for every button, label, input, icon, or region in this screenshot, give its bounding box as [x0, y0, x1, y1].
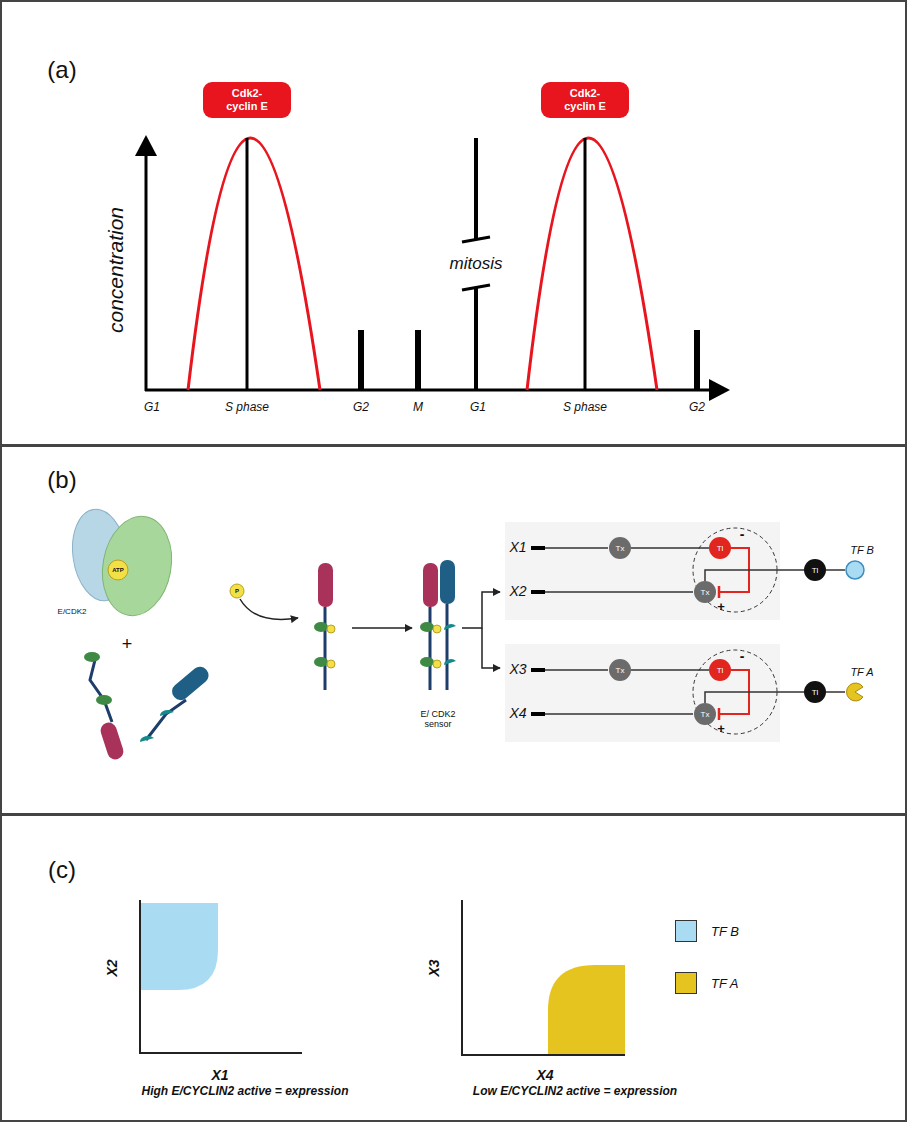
process-circle: Tl	[709, 537, 731, 559]
panel-frame	[1, 815, 906, 1121]
panel-frame	[1, 1, 906, 445]
label-text: X3	[509, 662, 526, 677]
label-text: G2	[689, 401, 705, 414]
label-text: +	[122, 635, 133, 655]
label-text: -	[740, 527, 745, 542]
concentration-plot	[135, 135, 730, 401]
node-text: Tl	[812, 688, 819, 697]
label-text: mitosis	[447, 253, 506, 276]
axis-title: X3	[427, 959, 442, 976]
label-text: S phase	[225, 401, 269, 414]
connector-line	[631, 669, 709, 671]
complex-badge: Cdk2- cyclin E	[203, 82, 291, 117]
process-circle: Tl	[804, 559, 826, 581]
connector-line	[705, 692, 804, 703]
node-text: Tx	[616, 666, 625, 675]
node-text: Tl	[717, 544, 724, 553]
label-text: TF A	[850, 666, 873, 678]
process-circle: Tx	[694, 703, 716, 725]
label-text: S phase	[563, 401, 607, 414]
connector-line	[705, 570, 804, 581]
label-text: M	[413, 401, 423, 414]
legend-swatch	[675, 972, 697, 994]
node-text: Tx	[616, 544, 625, 553]
panel-frame	[1, 446, 906, 814]
label-text: X4	[536, 1068, 553, 1083]
process-circle: Tx	[609, 659, 631, 681]
label-text: G1	[470, 401, 486, 414]
label-text: X1	[509, 540, 526, 555]
gene-circuits	[505, 522, 864, 742]
sensor-complex	[420, 560, 500, 690]
label-text: E/ CDK2 sensor	[414, 710, 462, 730]
label-text: G2	[353, 401, 369, 414]
node-text: Tx	[701, 710, 710, 719]
label-text: X4	[509, 706, 526, 721]
label-text: +	[717, 600, 725, 614]
process-circle: Tl	[804, 681, 826, 703]
panel-letter: (b)	[47, 467, 76, 493]
cdk2-complex	[67, 506, 179, 621]
node-text: Tx	[701, 588, 710, 597]
panel-letter: (a)	[47, 57, 76, 83]
label-text: High E/CYCLIN2 active = expression	[141, 1085, 348, 1098]
sensor-parts	[84, 584, 298, 762]
axis-title: X2	[105, 959, 120, 976]
process-circle: Tx	[609, 537, 631, 559]
label-text: P	[235, 588, 239, 595]
axis-title: concentration	[104, 207, 127, 333]
label-text: +	[717, 722, 725, 736]
label-text: X1	[211, 1068, 228, 1083]
node-text: Tl	[812, 566, 819, 575]
legend-entry: TF A	[675, 972, 738, 994]
legend-text: TF A	[711, 976, 738, 991]
legend-swatch	[675, 920, 697, 942]
node-text: Cdk2- cyclin E	[215, 87, 279, 112]
label-text: -	[740, 649, 745, 664]
label-text: X2	[509, 584, 526, 599]
label-text: ATP	[112, 567, 124, 574]
expression-plots	[139, 900, 625, 1056]
node-text: Cdk2- cyclin E	[553, 87, 617, 112]
label-text: TF B	[850, 544, 874, 556]
legend-text: TF B	[711, 924, 739, 939]
phosphorylated-part	[314, 563, 412, 690]
legend-entry: TF B	[675, 920, 739, 942]
label-text: Low E/CYCLIN2 active = expression	[473, 1085, 677, 1098]
label-text: G1	[144, 401, 160, 414]
connector-line	[631, 547, 709, 549]
process-circle: Tl	[709, 659, 731, 681]
panel-letter: (c)	[48, 857, 76, 883]
label-text: E/CDK2	[58, 608, 87, 617]
complex-badge: Cdk2- cyclin E	[541, 82, 629, 117]
process-circle: Tx	[694, 581, 716, 603]
node-text: Tl	[717, 666, 724, 675]
